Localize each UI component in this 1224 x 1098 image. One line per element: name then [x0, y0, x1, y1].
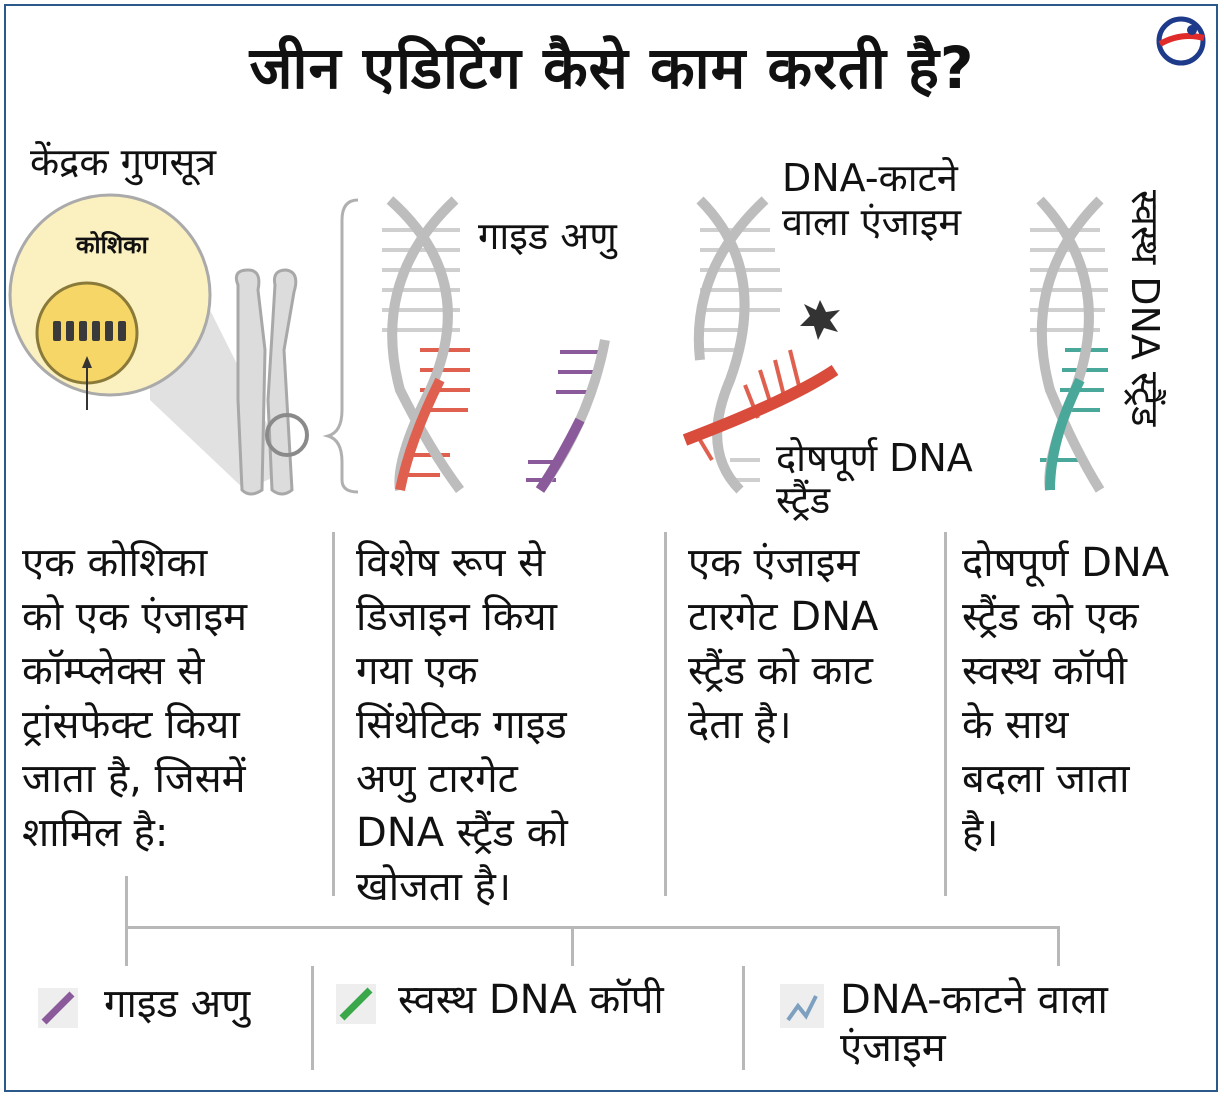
- cell-label: कोशिका: [76, 231, 148, 259]
- legend-enzyme: DNA-काटने वालाएंजाइम: [840, 977, 1108, 1071]
- legend-divider-1: [311, 966, 314, 1070]
- healthy-dna-icon: [336, 984, 376, 1024]
- faulty-label-line-2: स्ट्रैंड: [776, 478, 831, 522]
- legend-connector-stem: [125, 876, 128, 966]
- enzyme-star-icon: [800, 300, 840, 340]
- healthy-strand-label: स्वस्थ DNA स्ट्रैंड: [1123, 190, 1167, 427]
- step-2-description: विशेष रूप सेडिजाइन कियागया एक सिंथेटिक ग…: [356, 540, 568, 910]
- guide-molecule: [526, 339, 610, 493]
- divider-2: [664, 532, 667, 896]
- divider-3: [944, 532, 947, 896]
- helix-healthy: [1030, 196, 1108, 493]
- nucleus-label: केंद्रक गुणसूत्र: [30, 140, 217, 184]
- enzyme-icon: [780, 984, 824, 1028]
- page-title: जीन एडिटिंग कैसे काम करती है?: [249, 34, 975, 102]
- guide-molecule-icon: [38, 988, 78, 1028]
- legend-connector-mid: [571, 926, 574, 966]
- frame-border: [4, 4, 1218, 1092]
- enzyme-label-line-1: DNA-काटने: [782, 156, 958, 200]
- helix-cut: [682, 196, 840, 494]
- legend-connector-bar: [125, 926, 1059, 929]
- legend-healthy-dna: स्वस्थ DNA कॉपी: [398, 977, 664, 1023]
- helix-faulty: [382, 196, 470, 493]
- chromosome-illustration: [234, 268, 309, 496]
- legend-guide-molecule: गाइड अणु: [104, 981, 251, 1027]
- faulty-label-line-1: दोषपूर्ण DNA: [776, 436, 973, 480]
- divider-1: [332, 532, 335, 896]
- legend-connector-right: [1057, 926, 1060, 966]
- guide-label: गाइड अणु: [478, 214, 617, 258]
- brand-logo-icon: [1156, 16, 1206, 66]
- legend-divider-2: [742, 966, 745, 1070]
- enzyme-label-line-2: वाला एंजाइम: [782, 200, 962, 244]
